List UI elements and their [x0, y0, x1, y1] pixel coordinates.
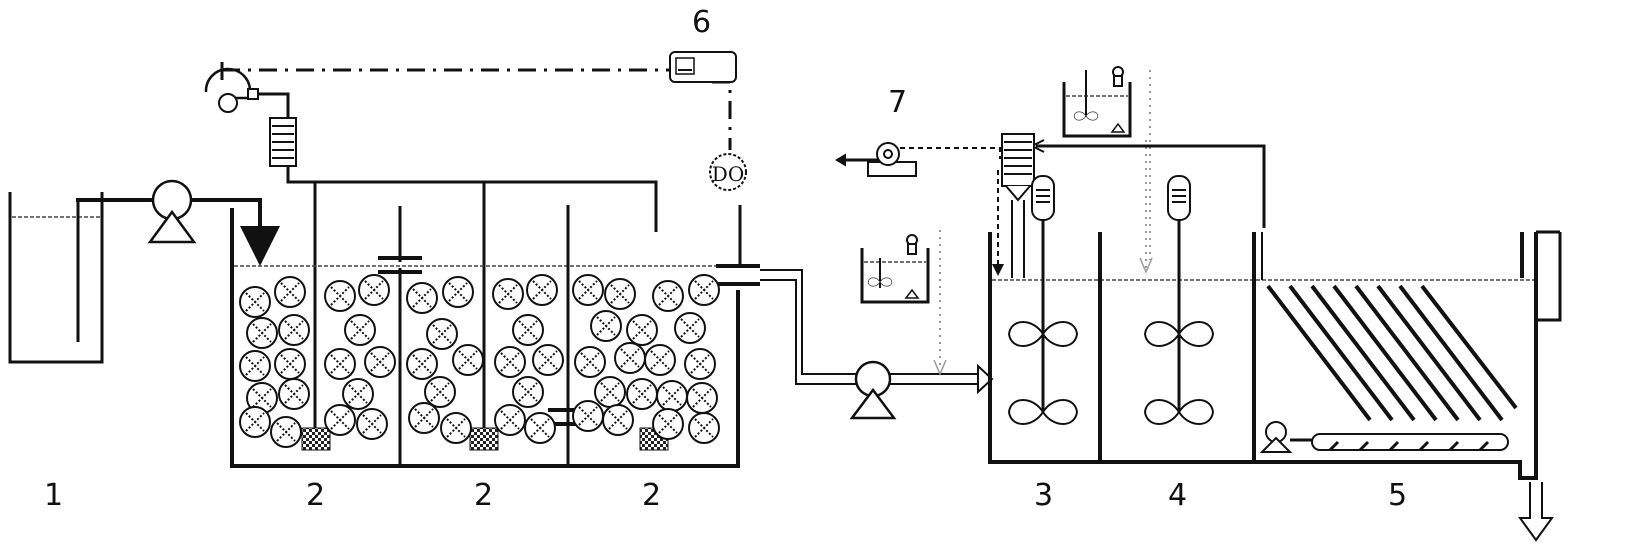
- coagulant-dosing-tank: [860, 230, 947, 376]
- transfer-pipe: [760, 269, 994, 395]
- return-flowmeter-icon: [1001, 133, 1035, 278]
- feed-pump-icon: [147, 179, 197, 244]
- label-reactor-a: 2: [306, 478, 325, 513]
- dosing-pump-icon: [835, 142, 917, 177]
- label-flocculation-tank: 4: [1168, 478, 1187, 513]
- coagulation-flocculation-settling-unit: [988, 230, 1562, 480]
- feed-pipe: [76, 198, 280, 266]
- carrier-media: [239, 274, 720, 448]
- inclined-plates: [1266, 284, 1518, 422]
- do-probe-label: DO: [712, 162, 744, 186]
- flocculant-dosing-tank: [1062, 66, 1153, 274]
- do-probe-icon: DO: [709, 153, 747, 191]
- label-coagulation-tank: 3: [1034, 478, 1053, 513]
- air-flowmeter-icon: [269, 117, 297, 167]
- label-settling-tank: 5: [1388, 478, 1407, 513]
- label-feed-tank: 1: [44, 478, 63, 513]
- sludge-pump-icon: [1259, 421, 1293, 453]
- label-reactor-c: 2: [642, 478, 661, 513]
- air-line: [258, 92, 658, 428]
- discharge-arrow-icon: [1518, 482, 1554, 542]
- flocculation-mixer-icon: [1144, 175, 1214, 425]
- do-controller-icon: [669, 51, 737, 83]
- feed-tank: [8, 192, 104, 364]
- coagulation-mixer-icon: [1008, 175, 1078, 425]
- do-signal-line: [712, 80, 732, 150]
- transfer-pump-icon: [849, 360, 897, 420]
- label-reactor-b: 2: [474, 478, 493, 513]
- sludge-return-line: [1029, 139, 1266, 228]
- label-do-controller: 6: [692, 5, 711, 40]
- label-dosing-pump: 7: [888, 85, 907, 120]
- sludge-collector: [1290, 433, 1509, 452]
